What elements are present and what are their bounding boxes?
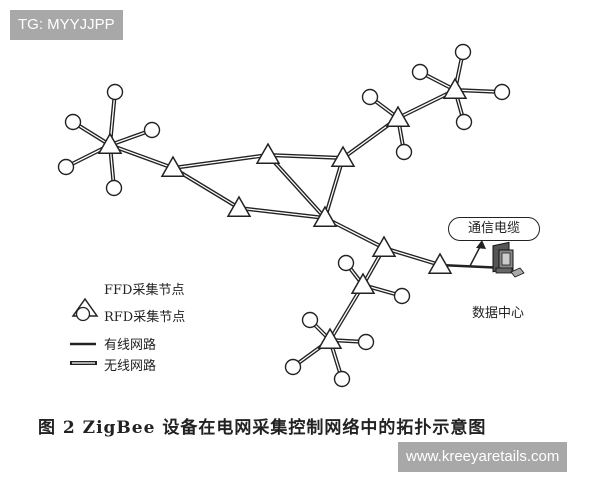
rfd-node-circle-icon bbox=[106, 83, 124, 101]
rfd-node-circle-icon bbox=[493, 83, 511, 101]
rfd-node-circle-icon bbox=[284, 358, 302, 376]
data-center-label: 数据中心 bbox=[472, 306, 525, 321]
ffd-node-triangle-icon bbox=[427, 252, 453, 274]
rfd-node-circle-icon bbox=[393, 287, 411, 305]
rfd-node-circle-icon bbox=[143, 121, 161, 139]
ffd-node-triangle-icon bbox=[371, 235, 397, 257]
figure-caption: 图 2 ZigBee 设备在电网采集控制网络中的拓扑示意图 bbox=[38, 418, 487, 438]
ffd-node-triangle-icon bbox=[160, 155, 186, 177]
ffd-node-triangle-icon bbox=[312, 205, 338, 227]
rfd-node-circle-icon bbox=[361, 88, 379, 106]
rfd-nodes bbox=[57, 43, 511, 388]
legend-wireless-label: 无线网路 bbox=[104, 359, 157, 374]
rfd-node-circle-icon bbox=[455, 113, 473, 131]
data-center-computer-icon bbox=[492, 241, 525, 278]
wireless-links bbox=[65, 51, 503, 380]
legend-symbols bbox=[70, 297, 99, 365]
communication-cable-label: 通信电缆 bbox=[448, 217, 540, 241]
legend-rfd-label: RFD采集节点 bbox=[104, 310, 186, 325]
rfd-node-circle-icon bbox=[57, 158, 75, 176]
watermark-top: TG: MYYJJPP bbox=[10, 10, 123, 40]
ffd-node-triangle-icon bbox=[442, 77, 468, 99]
rfd-node-circle-icon bbox=[395, 143, 413, 161]
legend-rfd-circle bbox=[75, 306, 91, 322]
ffd-node-triangle-icon bbox=[226, 195, 252, 217]
ffd-node-triangle-icon bbox=[317, 327, 343, 349]
ffd-node-triangle-icon bbox=[330, 145, 356, 167]
ffd-node-triangle-icon bbox=[97, 132, 123, 154]
arrowhead-icon bbox=[476, 240, 486, 249]
ffd-nodes bbox=[97, 77, 468, 349]
rfd-node-circle-icon bbox=[337, 254, 355, 272]
rfd-node-circle-icon bbox=[357, 333, 375, 351]
rfd-node-circle-icon bbox=[454, 43, 472, 61]
watermark-bottom: www.kreeyaretails.com bbox=[398, 442, 568, 472]
legend-wired-label: 有线网路 bbox=[104, 338, 157, 353]
ffd-node-triangle-icon bbox=[255, 142, 281, 164]
legend-ffd-label: FFD采集节点 bbox=[104, 283, 185, 298]
ffd-node-triangle-icon bbox=[350, 272, 376, 294]
rfd-node-circle-icon bbox=[64, 113, 82, 131]
rfd-node-circle-icon bbox=[333, 370, 351, 388]
ffd-node-triangle-icon bbox=[385, 105, 411, 127]
rfd-node-circle-icon bbox=[301, 311, 319, 329]
rfd-node-circle-icon bbox=[411, 63, 429, 81]
rfd-node-circle-icon bbox=[105, 179, 123, 197]
